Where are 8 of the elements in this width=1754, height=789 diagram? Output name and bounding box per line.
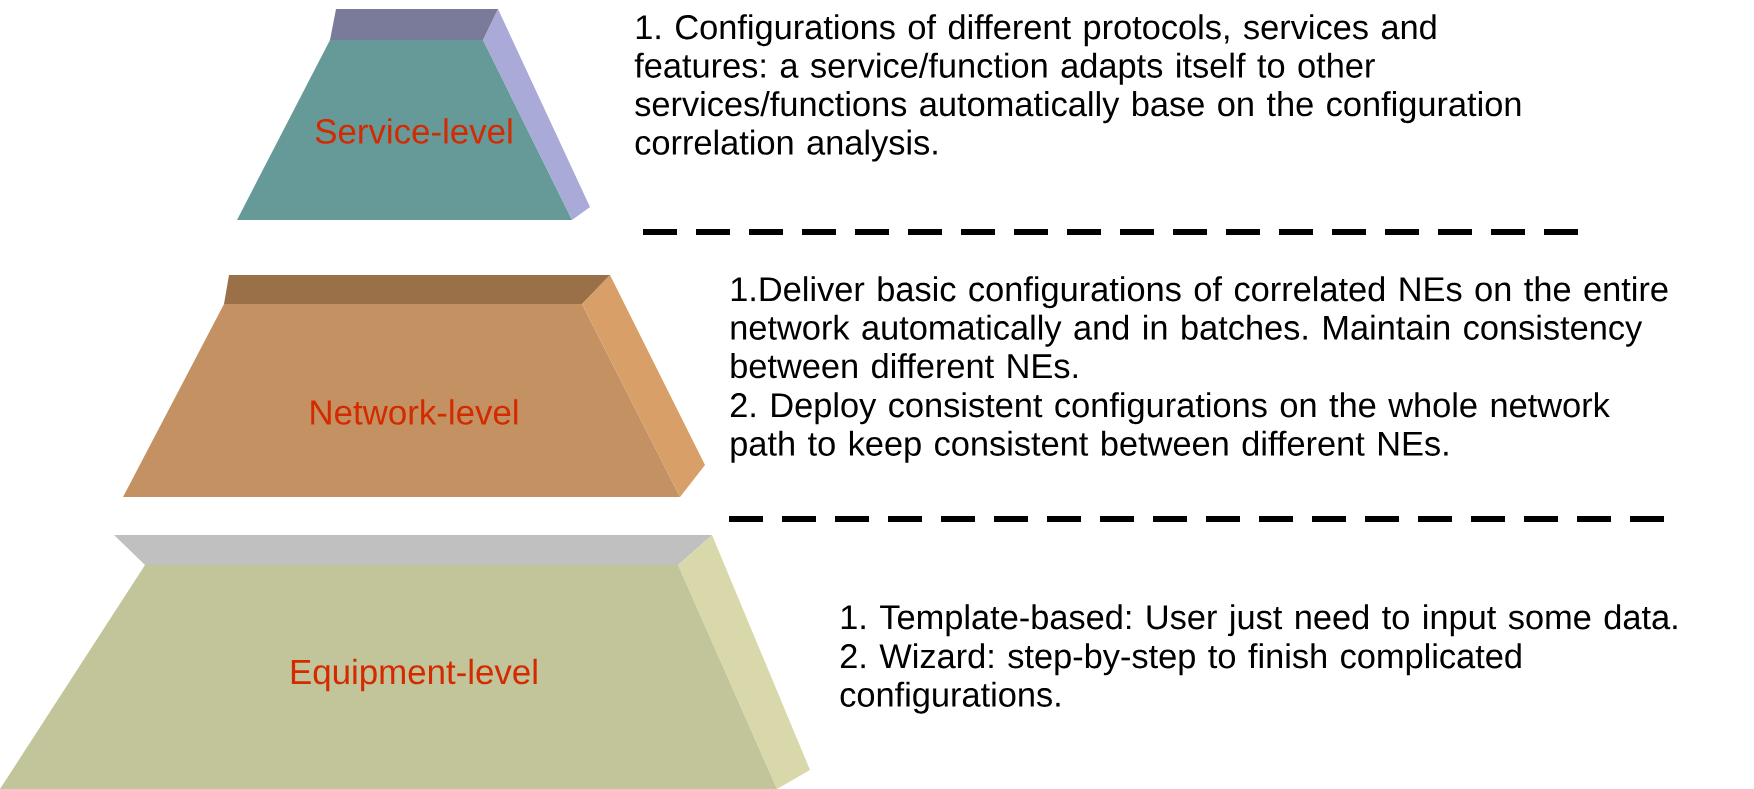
description-text: 1.Deliver basic configurations of correlated NEs on the entire network automatically and in batches. Maintain consistency between different NEs. <box>731 276 1668 379</box>
description-text: 1. Configurations of different protocols, services and features: a service/function adapts itself to other services/functions automatically base on the configuration correlation analysis. <box>634 14 1521 162</box>
description-text: 2. Wizard: step-by-step to finish complicated configurations. <box>840 643 1521 714</box>
description-text: 2. Deploy consistent configurations on the whole network path to keep consistent between different NEs. <box>730 392 1610 463</box>
pyramid-level: Service-level <box>237 9 590 220</box>
pyramid-level: Equipment-level <box>0 535 810 789</box>
description-text: 1. Template-based: User just need to input some data. <box>841 604 1677 637</box>
pyramid-level: Network-level <box>123 275 705 497</box>
